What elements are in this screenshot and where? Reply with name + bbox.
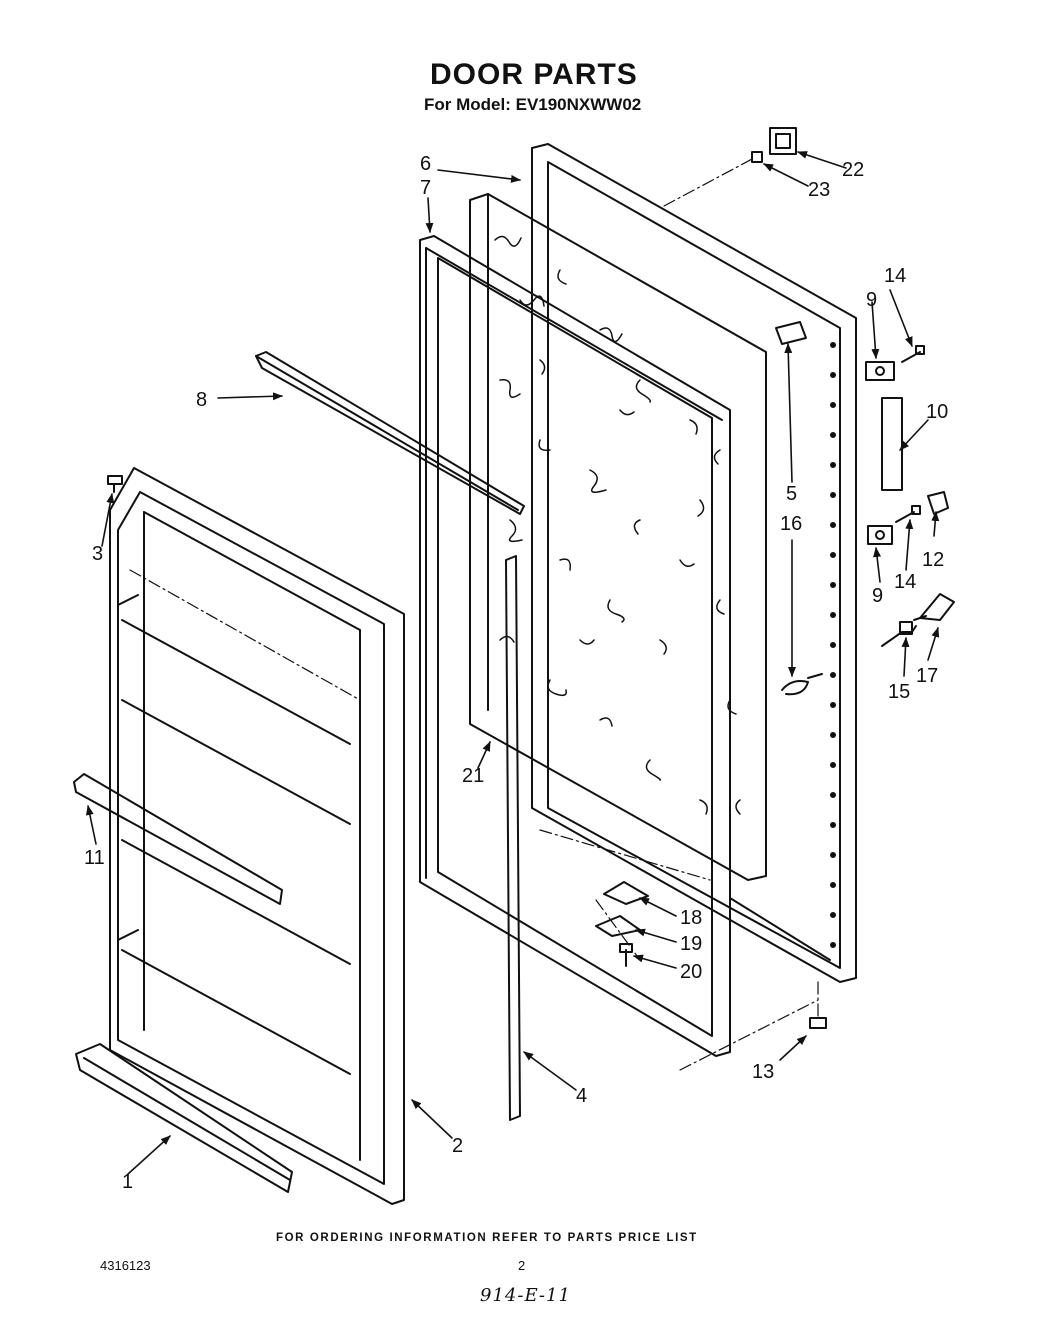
callout-14-bottom: 14 <box>894 571 916 593</box>
callout-15: 15 <box>888 681 910 703</box>
leader-15 <box>901 637 910 677</box>
callout-10: 10 <box>926 401 948 423</box>
leader-12 <box>931 511 940 537</box>
logo-plate-22 <box>769 127 797 155</box>
leader-10 <box>899 419 929 451</box>
hinge-9-bottom <box>867 525 893 545</box>
door-insulation <box>469 193 767 881</box>
callout-7: 7 <box>420 177 431 199</box>
callout-14-top: 14 <box>884 265 906 287</box>
callout-4: 4 <box>576 1085 587 1107</box>
leader-1 <box>127 1135 171 1175</box>
leader-9-bottom <box>873 547 882 583</box>
bracket-18 <box>603 881 649 905</box>
callout-3: 3 <box>92 543 103 565</box>
callout-23: 23 <box>808 179 830 201</box>
hinge-9-top <box>865 361 895 381</box>
leader-23 <box>763 163 809 187</box>
latch-16 <box>781 673 823 696</box>
leader-13 <box>779 1035 807 1061</box>
clip-19 <box>595 915 641 937</box>
callout-22: 22 <box>842 159 864 181</box>
callout-9-top: 9 <box>866 289 877 311</box>
door-outer-panel <box>531 143 857 983</box>
model-label: For Model: EV190NXWW02 <box>424 95 642 114</box>
shelf-rail <box>73 773 283 905</box>
callout-19: 19 <box>680 933 702 955</box>
callout-11: 11 <box>84 847 105 869</box>
leader-7 <box>425 197 434 233</box>
diagram-title: DOOR PARTS <box>430 58 638 91</box>
callout-16: 16 <box>780 513 802 535</box>
leader-20 <box>633 954 677 969</box>
door-inner-liner <box>109 467 405 1205</box>
leader-6 <box>437 169 521 183</box>
ordering-note: FOR ORDERING INFORMATION REFER TO PARTS … <box>276 1232 698 1244</box>
leader-17 <box>927 627 940 661</box>
top-breaker-strip <box>255 351 525 515</box>
callout-5: 5 <box>786 483 797 505</box>
leader-3 <box>101 493 115 547</box>
callout-13: 13 <box>752 1061 774 1083</box>
leader-2 <box>411 1099 453 1139</box>
lock-15 <box>881 621 917 647</box>
screw-20 <box>619 943 633 967</box>
screw-23 <box>751 151 763 163</box>
leader-22 <box>797 151 847 169</box>
callout-20: 20 <box>680 961 702 983</box>
callout-21: 21 <box>462 765 484 787</box>
bottom-shelf-rail <box>75 1043 293 1193</box>
handwritten-code: 914-E-11 <box>480 1285 571 1306</box>
screw-3 <box>107 475 123 493</box>
door-liner-frame <box>419 235 731 1057</box>
leader-4 <box>523 1051 577 1091</box>
leader-21 <box>477 741 491 769</box>
leader-14-top <box>889 289 913 347</box>
bumper-13 <box>809 1017 827 1029</box>
hinge-pin-10 <box>881 397 903 491</box>
callout-8: 8 <box>196 389 207 411</box>
callout-18: 18 <box>680 907 702 929</box>
callout-6: 6 <box>420 153 431 175</box>
callout-17: 17 <box>916 665 938 687</box>
screw-14-bottom <box>895 505 921 523</box>
page-number: 2 <box>518 1258 526 1273</box>
callout-12: 12 <box>922 549 944 571</box>
leader-9-top <box>871 301 880 359</box>
callout-1: 1 <box>122 1171 133 1193</box>
leader-18 <box>639 897 677 917</box>
leader-19 <box>635 928 677 943</box>
screw-14-top <box>901 345 925 363</box>
hinge-shim-5 <box>775 321 807 345</box>
key-17 <box>913 593 955 621</box>
side-breaker-strip <box>505 555 521 1121</box>
leader-5 <box>784 343 793 483</box>
leader-11 <box>85 805 97 845</box>
cover-12 <box>927 491 949 515</box>
callout-9-bottom: 9 <box>872 585 883 607</box>
leader-14-bottom <box>905 519 914 571</box>
leader-8 <box>217 392 283 401</box>
document-number: 4316123 <box>100 1258 151 1273</box>
callout-2: 2 <box>452 1135 463 1157</box>
